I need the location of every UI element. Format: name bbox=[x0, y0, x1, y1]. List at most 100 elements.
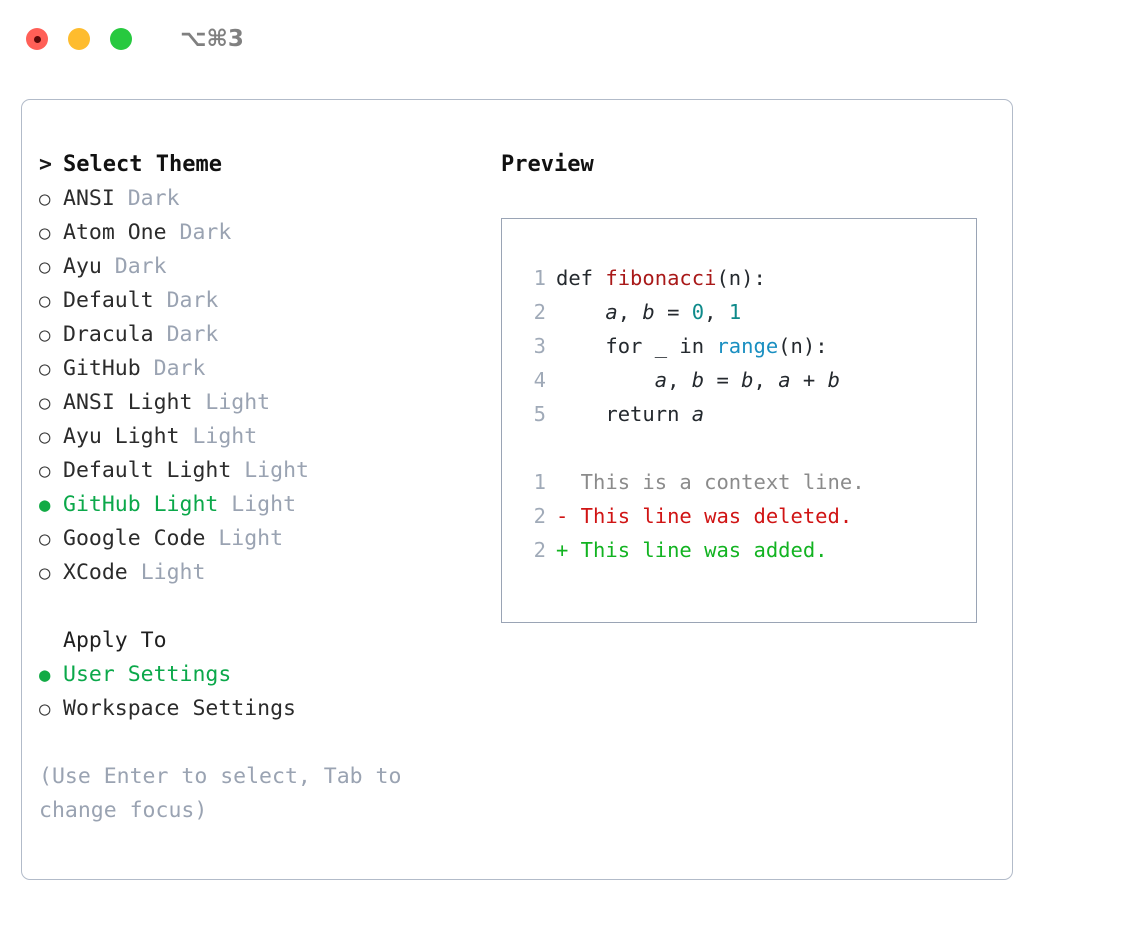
radio-unselected-icon[interactable]: ○ bbox=[39, 698, 51, 720]
maximize-button[interactable] bbox=[110, 28, 132, 50]
theme-list-item[interactable]: ○ Ayu Dark bbox=[39, 250, 499, 284]
code-token: + bbox=[790, 368, 828, 392]
radio-unselected-icon[interactable]: ○ bbox=[39, 460, 51, 482]
line-number: 3 bbox=[533, 334, 546, 358]
code-line: 4 a, b = b, a + b bbox=[520, 363, 976, 397]
theme-list-item[interactable]: ○Dracula Dark bbox=[39, 318, 499, 352]
apply-to-header: Apply To bbox=[63, 628, 167, 653]
theme-list-item[interactable]: ○GitHub Dark bbox=[39, 352, 499, 386]
line-number: 2 bbox=[533, 504, 546, 528]
code-token: b bbox=[691, 368, 705, 392]
minimize-button[interactable] bbox=[68, 28, 90, 50]
code-token: fibonacci bbox=[605, 266, 717, 290]
code-token: 1 bbox=[728, 300, 742, 324]
code-token: = bbox=[704, 368, 742, 392]
theme-name-variant-gap bbox=[205, 522, 218, 556]
radio-unselected-icon[interactable]: ○ bbox=[39, 528, 51, 550]
apply-to-label: User Settings bbox=[63, 662, 232, 687]
main-panel: > Select Theme ○ANSI Dark○Atom One Dark○… bbox=[21, 99, 1013, 880]
theme-variant-badge: Light bbox=[218, 526, 284, 551]
theme-name-variant-gap bbox=[218, 488, 231, 522]
radio-unselected-icon[interactable]: ○ bbox=[39, 222, 51, 244]
close-button[interactable] bbox=[26, 28, 48, 50]
code-token: , bbox=[704, 300, 729, 324]
theme-name: Google Code bbox=[63, 526, 206, 551]
theme-list-item[interactable]: ○Atom One Dark bbox=[39, 216, 499, 250]
theme-list-item[interactable]: ○ Default Dark bbox=[39, 284, 499, 318]
theme-variant-badge: Dark bbox=[114, 254, 167, 279]
theme-name-variant-gap bbox=[192, 386, 205, 420]
diff-line-added: 2+ This line was added. bbox=[520, 533, 976, 567]
theme-name-variant-gap bbox=[154, 284, 167, 318]
apply-to-list: ● User Settings ○ Workspace Settings bbox=[39, 658, 499, 726]
code-token: range bbox=[716, 334, 779, 358]
code-token: , bbox=[667, 368, 692, 392]
code-token: a bbox=[778, 368, 791, 392]
theme-name: Default bbox=[63, 288, 154, 313]
code-token: for _ in bbox=[556, 334, 717, 358]
code-token: b bbox=[827, 368, 840, 392]
theme-name-variant-gap bbox=[141, 352, 154, 386]
preview-header: Preview bbox=[501, 152, 594, 177]
code-token: , bbox=[617, 300, 643, 324]
theme-name: XCode bbox=[63, 560, 128, 585]
code-token: a bbox=[691, 402, 705, 426]
radio-unselected-icon[interactable]: ○ bbox=[39, 256, 51, 278]
code-token: b bbox=[741, 368, 754, 392]
caret-icon: > bbox=[39, 152, 52, 177]
theme-picker-column: > Select Theme ○ANSI Dark○Atom One Dark○… bbox=[39, 148, 499, 828]
theme-variant-badge: Light bbox=[192, 424, 258, 449]
help-text: (Use Enter to select, Tab to change focu… bbox=[39, 764, 402, 823]
theme-name-variant-gap bbox=[128, 556, 141, 590]
radio-unselected-icon[interactable]: ○ bbox=[39, 358, 51, 380]
theme-name: Ayu Light bbox=[63, 424, 180, 449]
apply-to-option[interactable]: ● User Settings bbox=[39, 658, 499, 692]
theme-variant-badge: Light bbox=[231, 492, 297, 517]
theme-list-item[interactable]: ○ Default Light Light bbox=[39, 454, 499, 488]
theme-list-item[interactable]: ●GitHub Light Light bbox=[39, 488, 499, 522]
theme-name-variant-gap bbox=[180, 420, 193, 454]
code-token: (n): bbox=[716, 266, 766, 290]
radio-selected-icon[interactable]: ● bbox=[39, 664, 51, 686]
theme-variant-badge: Dark bbox=[166, 322, 219, 347]
radio-selected-icon[interactable]: ● bbox=[39, 494, 51, 516]
radio-unselected-icon[interactable]: ○ bbox=[39, 324, 51, 346]
theme-list-item[interactable]: ○ ANSI Dark bbox=[39, 182, 499, 216]
list-spacer bbox=[39, 590, 499, 624]
code-token: (n): bbox=[778, 334, 828, 358]
theme-variant-badge: Dark bbox=[166, 288, 219, 313]
theme-list-item[interactable]: ○ XCode Light bbox=[39, 556, 499, 590]
line-number: 1 bbox=[533, 266, 546, 290]
theme-list-item[interactable]: ○ANSI Light Light bbox=[39, 386, 499, 420]
page-title: Select Theme bbox=[63, 152, 222, 177]
traffic-light-group bbox=[26, 28, 132, 50]
code-token: a bbox=[605, 300, 618, 324]
radio-unselected-icon[interactable]: ○ bbox=[39, 426, 51, 448]
theme-list-item[interactable]: ○ Ayu Light Light bbox=[39, 420, 499, 454]
diff-marker: - bbox=[556, 504, 569, 528]
apply-to-label: Workspace Settings bbox=[63, 696, 296, 721]
radio-unselected-icon[interactable]: ○ bbox=[39, 188, 51, 210]
diff-line-context: 1 This is a context line. bbox=[520, 465, 976, 499]
theme-name: Ayu bbox=[63, 254, 102, 279]
theme-variant-badge: Light bbox=[140, 560, 206, 585]
code-token: 0 bbox=[691, 300, 705, 324]
radio-unselected-icon[interactable]: ○ bbox=[39, 562, 51, 584]
select-theme-header: > Select Theme bbox=[39, 148, 499, 182]
apply-to-option[interactable]: ○ Workspace Settings bbox=[39, 692, 499, 726]
theme-name: Default Light bbox=[63, 458, 232, 483]
radio-unselected-icon[interactable]: ○ bbox=[39, 392, 51, 414]
code-line: 2 a, b = 0, 1 bbox=[520, 295, 976, 329]
radio-unselected-icon[interactable]: ○ bbox=[39, 290, 51, 312]
theme-variant-badge: Dark bbox=[127, 186, 180, 211]
code-line: 3 for _ in range(n): bbox=[520, 329, 976, 363]
theme-list-item[interactable]: ○ Google Code Light bbox=[39, 522, 499, 556]
theme-variant-badge: Light bbox=[244, 458, 309, 483]
code-token: return bbox=[556, 402, 692, 426]
code-token: , bbox=[753, 368, 779, 392]
theme-name: ANSI bbox=[63, 186, 115, 211]
